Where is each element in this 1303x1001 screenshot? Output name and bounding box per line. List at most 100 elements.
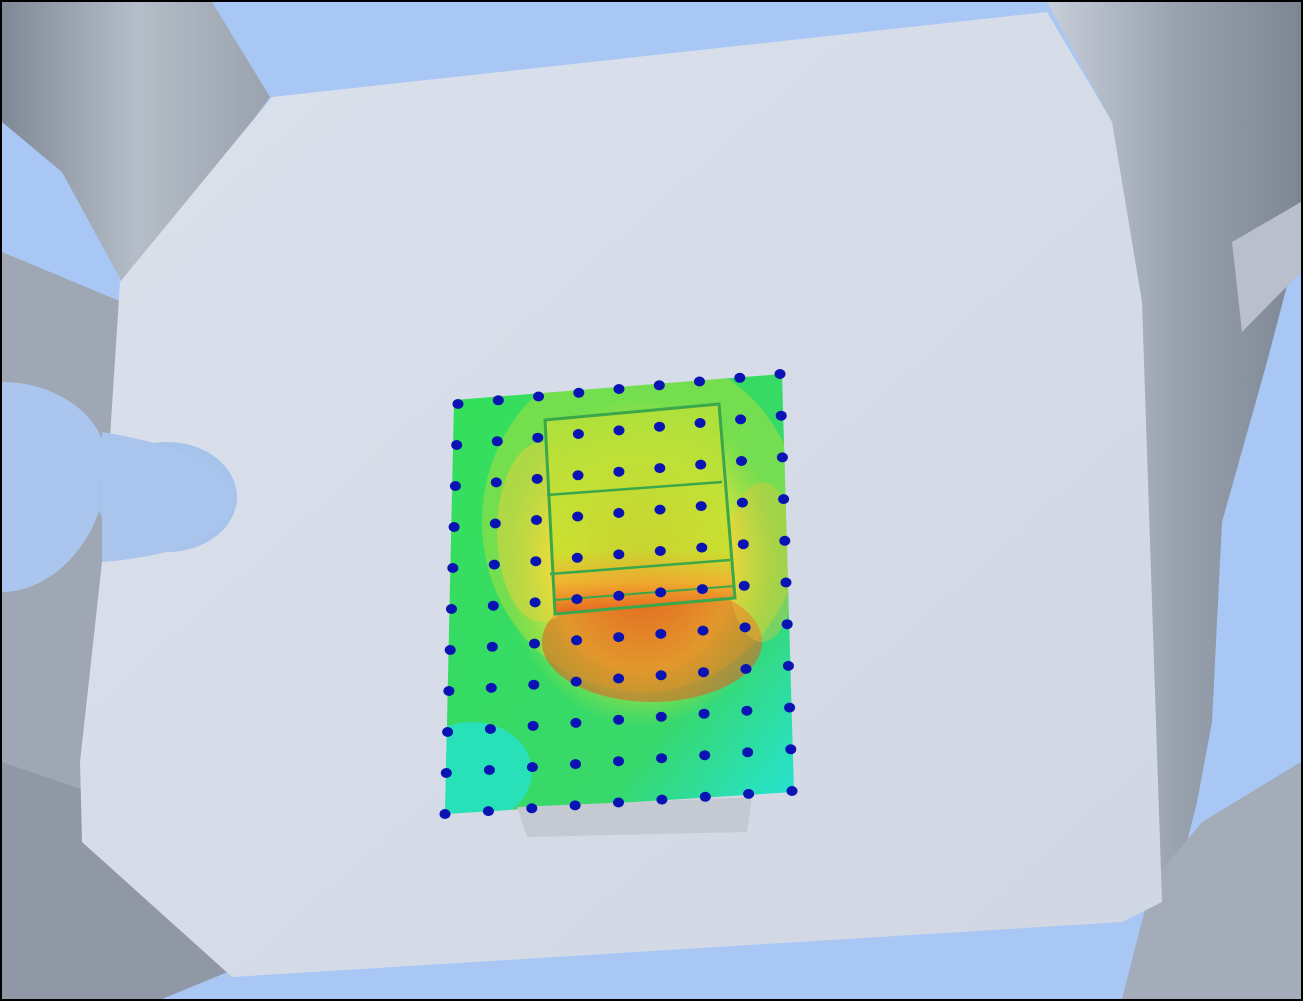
probe-point <box>699 791 711 802</box>
probe-point <box>448 522 460 532</box>
probe-point <box>529 597 541 608</box>
probe-point <box>694 376 705 387</box>
probe-point <box>491 436 503 447</box>
probe-point <box>484 724 496 734</box>
probe-point <box>698 708 710 719</box>
probe-point <box>655 587 667 598</box>
probe-point <box>774 369 786 379</box>
probe-point-grid <box>439 369 798 819</box>
probe-point <box>532 432 544 443</box>
probe-point <box>743 788 755 799</box>
probe-point <box>695 501 707 512</box>
probe-point <box>613 508 625 518</box>
probe-point <box>444 645 456 655</box>
probe-point <box>526 803 538 814</box>
probe-point <box>489 518 501 529</box>
probe-point <box>528 679 540 690</box>
probe-point <box>735 414 747 425</box>
probe-point <box>786 786 798 796</box>
probe-point <box>654 546 666 556</box>
probe-point <box>734 372 746 383</box>
probe-point <box>613 549 625 560</box>
probe-point <box>486 641 498 652</box>
probe-point <box>483 765 495 775</box>
probe-point <box>487 600 499 611</box>
probe-point <box>572 470 584 481</box>
probe-point <box>655 628 667 639</box>
probe-point <box>736 497 748 508</box>
probe-point <box>699 750 711 761</box>
probe-point <box>696 542 708 553</box>
mounting-hole <box>2 382 237 592</box>
probe-point <box>656 794 668 805</box>
probe-point <box>613 797 624 808</box>
probe-point <box>778 494 790 505</box>
probe-point <box>696 584 708 595</box>
probe-point <box>654 504 666 515</box>
probe-point <box>739 622 751 633</box>
probe-point <box>530 556 542 567</box>
probe-point <box>775 410 787 421</box>
probe-point <box>613 590 625 601</box>
probe-point <box>443 686 455 696</box>
probe-point <box>572 511 584 522</box>
probe-point <box>447 563 459 573</box>
probe-point <box>742 747 754 758</box>
probe-point <box>449 481 461 491</box>
probe-point <box>570 717 582 728</box>
probe-point <box>490 477 502 488</box>
probe-point <box>784 702 796 713</box>
probe-point <box>571 552 583 563</box>
probe-point <box>451 440 463 450</box>
probe-point <box>779 535 791 546</box>
probe-point <box>698 667 709 678</box>
probe-point <box>736 456 747 466</box>
probe-point <box>531 473 543 484</box>
probe-point <box>485 682 497 693</box>
probe-point <box>488 559 500 570</box>
probe-point <box>533 391 544 402</box>
probe-point <box>656 753 668 764</box>
probe-point <box>741 705 753 716</box>
probe-point <box>439 809 451 819</box>
probe-point <box>613 466 625 477</box>
probe-point <box>569 800 581 811</box>
probe-point <box>740 664 752 674</box>
probe-point <box>452 399 464 409</box>
probe-point <box>492 395 504 406</box>
part-right-limb <box>1047 2 1301 999</box>
probe-point <box>571 594 583 605</box>
probe-point <box>654 421 665 432</box>
probe-point <box>613 673 625 684</box>
probe-point <box>613 384 625 394</box>
probe-point <box>526 762 538 773</box>
probe-point <box>527 720 539 731</box>
probe-point <box>655 670 667 681</box>
probe-point <box>695 459 707 470</box>
probe-point <box>529 638 540 649</box>
probe-point <box>573 387 585 398</box>
probe-point <box>776 452 788 463</box>
probe-point <box>613 714 625 725</box>
probe-point <box>442 727 454 737</box>
probe-point <box>697 625 709 636</box>
probe-point <box>440 768 452 778</box>
probe-point <box>613 425 625 436</box>
probe-point <box>694 418 706 428</box>
probe-point <box>781 619 793 630</box>
probe-point <box>572 429 584 439</box>
probe-point <box>446 604 457 614</box>
probe-point <box>738 580 750 591</box>
probe-point <box>654 463 666 474</box>
probe-point <box>737 539 749 550</box>
probe-point <box>570 759 581 770</box>
probe-point <box>613 756 624 767</box>
probe-point <box>613 632 625 643</box>
probe-point <box>780 577 792 588</box>
probe-point <box>785 744 797 755</box>
probe-point <box>482 806 494 817</box>
probe-point <box>655 711 667 722</box>
probe-point <box>531 515 542 525</box>
